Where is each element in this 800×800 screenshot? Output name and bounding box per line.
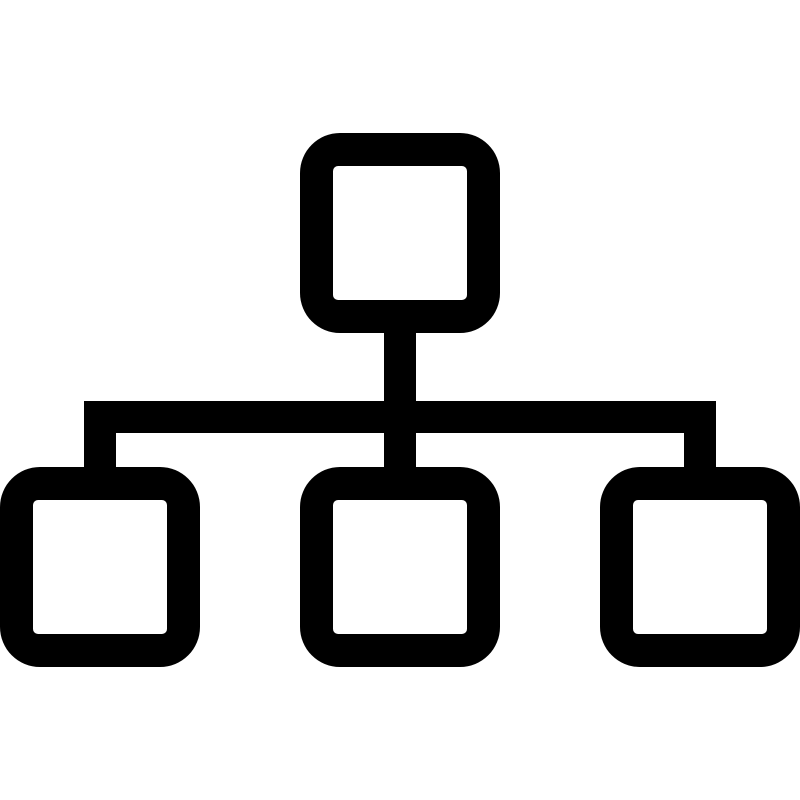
node-child-left	[0, 467, 200, 667]
connector-right-drop	[684, 401, 716, 471]
connector-left-drop	[84, 401, 116, 471]
node-child-center-inner	[333, 500, 467, 634]
connector-horizontal-bar	[84, 401, 716, 433]
node-child-center	[300, 467, 500, 667]
node-child-left-inner	[33, 500, 167, 634]
node-child-right	[600, 467, 800, 667]
node-root-inner	[333, 166, 467, 300]
connector-trunk	[384, 318, 416, 470]
node-child-right-inner	[633, 500, 767, 634]
node-root	[300, 133, 500, 333]
